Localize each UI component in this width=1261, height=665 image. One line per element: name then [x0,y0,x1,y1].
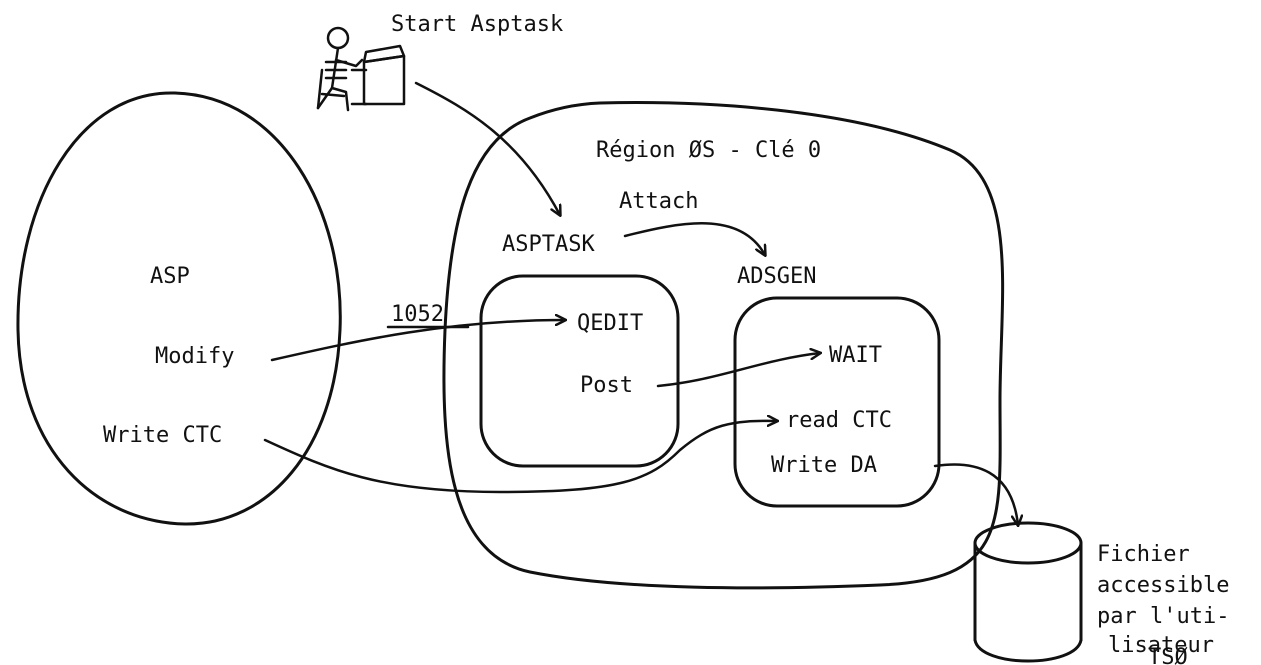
file-line: lisateur [1108,633,1214,658]
modify-to-qedit-arrow [270,320,565,362]
qedit-task-box [479,274,680,468]
qedit-label: QEDIT [577,311,643,336]
adsgen-label: ADSGEN [737,264,816,289]
asp-region-shape [16,91,342,526]
write-da-label: Write DA [771,453,877,478]
os-region-shape [442,101,1005,590]
write-ctc-label: Write CTC [103,423,222,448]
file-line: Fichier [1097,542,1190,567]
asptask-label: ASPTASK [502,232,595,257]
file-line: TSØ [1148,645,1188,665]
post-to-wait-arrow [656,353,820,388]
file-line: accessible [1097,573,1229,598]
read-ctc-label: read CTC [786,408,892,433]
operator-at-terminal-icon [316,26,406,112]
start-arrow [414,81,560,215]
write-da-to-file-arrow [933,463,1018,525]
modify-label: Modify [155,344,234,369]
write-ctc-to-read-ctc-arrow [263,421,777,494]
asp-label: ASP [150,264,190,289]
attach-label: Attach [619,189,698,214]
post-label: Post [580,373,633,398]
file-line: par l'uti- [1097,604,1229,629]
attach-arrow [623,222,765,255]
num-1052-label: 1052 [391,302,444,327]
file-description: Fichier accessible par l'uti- lisateur T… [1097,542,1229,665]
adsgen-task-box [733,296,941,508]
region-label: Région ØS - Clé 0 [596,138,821,163]
disk-cylinder-icon [973,521,1083,663]
wait-label: WAIT [829,343,882,368]
start-label: Start Asptask [391,12,563,37]
